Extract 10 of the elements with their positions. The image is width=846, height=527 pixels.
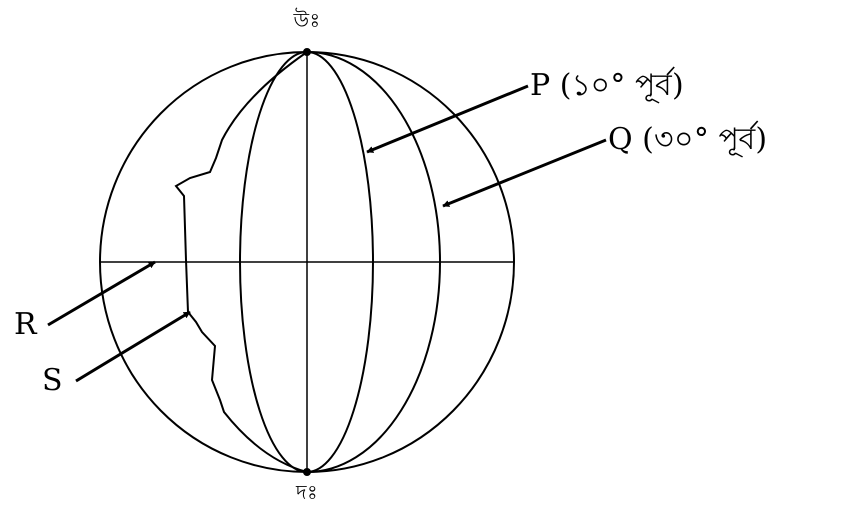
leader-arrow [75, 310, 191, 382]
meridian-label: R [14, 304, 46, 346]
meridian-label: Q (৩০° পূর্ব) [608, 120, 844, 160]
pole-label: উঃ [292, 10, 322, 30]
pole-label: দঃ [294, 482, 319, 502]
leader-arrow [442, 138, 607, 208]
meridian-label: S [42, 360, 74, 402]
leader-arrow [366, 84, 529, 154]
meridian-label: P (১০° পূর্ব) [530, 66, 760, 106]
leader-arrow [47, 260, 156, 326]
